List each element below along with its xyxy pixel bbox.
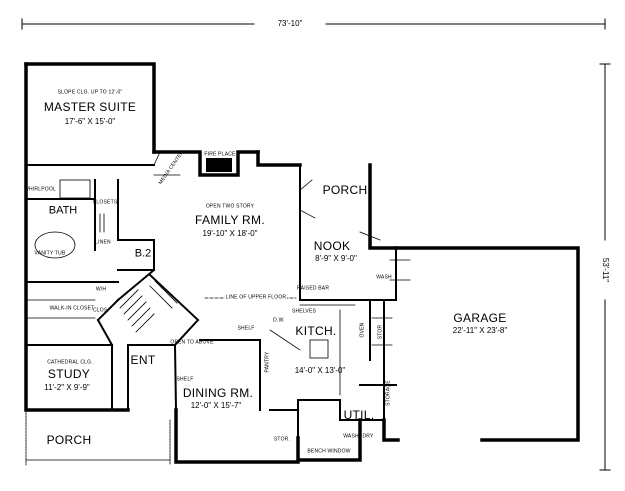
clos-note: CLOS.: [92, 307, 110, 314]
rear-porch-name: PORCH: [322, 183, 368, 197]
interior-walls: [25, 164, 397, 439]
shelf2-note: SHELF: [176, 376, 194, 383]
study-name: STUDY: [47, 367, 91, 381]
b2-name: B.2: [134, 247, 152, 260]
family-room-size: 19'-10" X 18'-0": [202, 229, 258, 238]
shelves-note: SHELVES: [291, 308, 317, 315]
garage-size: 22'-11" X 23'-8": [452, 326, 508, 335]
entry-open-note: OPEN TO ABOVE: [170, 339, 214, 346]
walkin-closet-note: WALK-IN CLOSET: [49, 305, 95, 312]
fireplace-note: FIRE PLACE: [204, 151, 236, 158]
nook-name: NOOK: [313, 239, 351, 253]
kitchen-name: KITCH.: [295, 324, 337, 338]
overall-depth-label: 53'-11": [601, 257, 610, 283]
overall-depth-dimension: [599, 63, 611, 471]
overall-width-label: 73'-10": [277, 19, 303, 28]
wash-note-util: WASH: [343, 433, 359, 440]
stairs-icon: [119, 280, 178, 333]
nook-size: 8'-9" X 9'-0": [315, 254, 357, 263]
dining-room-size: 12'-0" X 15'-7": [190, 401, 242, 410]
dw-note: D.W.: [273, 317, 285, 324]
dining-room-name: DINING RM.: [182, 386, 254, 400]
family-room-name: FAMILY RM.: [195, 213, 265, 227]
bath-vanity-note: VANITY TUB: [34, 250, 66, 257]
wh-note: W/H: [95, 286, 107, 293]
family-room-note: OPEN TWO STORY: [205, 203, 255, 210]
study-note: CATHEDRAL CLG.: [47, 359, 93, 366]
storage-note: STORAGE: [385, 380, 392, 406]
front-porch-name: PORCH: [46, 433, 92, 447]
master-suite-note: SLOPE CLG. UP TO 12'-0": [57, 89, 123, 96]
overall-width-dimension: [21, 18, 606, 30]
raised-bar-note: RAISED BAR: [296, 285, 330, 292]
linen-note: LINEN: [95, 239, 111, 246]
dry-note: DRY: [362, 433, 374, 440]
garage-name: GARAGE: [453, 311, 507, 325]
bench-window-note: BENCH WINDOW: [307, 448, 351, 455]
fireplace-icon: [206, 158, 232, 172]
upper-floor-note: LINE OF UPPER FLOOR: [224, 294, 288, 301]
bath-whirlpool-note: WHIRLPOOL: [24, 186, 56, 193]
pantry-note: PANTRY: [264, 351, 271, 373]
entry-name: ENT: [130, 353, 156, 367]
plan-details: [25, 151, 411, 466]
bath-closets-note: CLOSETS: [92, 199, 118, 206]
garage-stor-note: STOR: [377, 324, 384, 340]
bath-name: BATH: [48, 204, 78, 217]
master-suite-size: 17'-6" X 15'-0": [64, 117, 116, 126]
utility-name: UTIL.: [343, 408, 375, 422]
oven-note: OVEN: [359, 322, 366, 338]
shelf-note: SHELF: [237, 325, 255, 332]
master-suite-name: MASTER SUITE: [43, 100, 137, 114]
exterior-walls: [24, 62, 580, 464]
wash-note: WASH: [376, 274, 392, 281]
kitchen-size: 14'-0" X 13'-0": [294, 366, 346, 375]
utility-stor-note: STOR.: [273, 436, 291, 443]
study-size: 11'-2" X 9'-9": [44, 383, 90, 392]
